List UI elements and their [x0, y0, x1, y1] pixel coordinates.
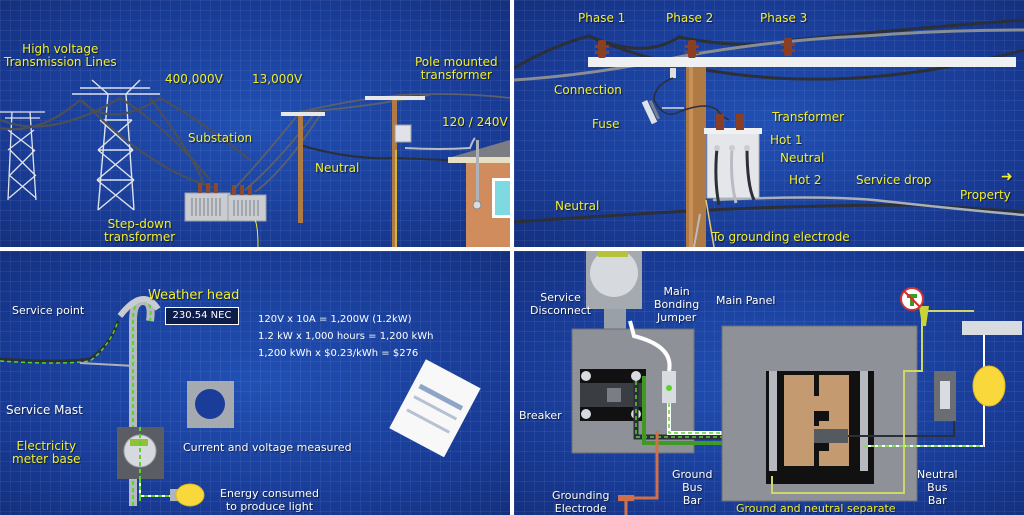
label-mbj-line2: Bonding [654, 298, 700, 311]
nec-reference-badge: 230.54 NEC [165, 307, 239, 325]
label-phase-1: Phase 1 [578, 11, 626, 25]
meter-panel: Service point Weather head 230.54 NEC 12… [0, 251, 510, 515]
pole-illustration [514, 18, 1024, 247]
utility-pole-1 [298, 113, 303, 223]
label-step-down-line1: Step-down [107, 217, 172, 231]
label-neutral: Neutral [315, 161, 360, 175]
label-substation: Substation [188, 131, 253, 145]
light-bulb [170, 483, 205, 507]
label-service-disconnect-line2: Disconnect [530, 304, 592, 317]
label-ground-neutral-separate: Ground and neutral separate [736, 502, 896, 515]
label-main-bonding-jumper: Main Bonding Jumper [654, 285, 699, 324]
label-mbj-line3: Jumper [657, 311, 697, 324]
label-step-down: Step-down transformer [104, 218, 175, 244]
label-neutral-bus-line3: Bar [927, 494, 947, 507]
label-meter-base-line1: Electricity [16, 439, 77, 453]
label-fuse: Fuse [592, 117, 620, 131]
cost-calculation: 120V x 10A = 1,200W (1.2kW) 1.2 kW x 1,0… [258, 311, 434, 362]
label-high-voltage-line2: Transmission Lines [4, 55, 117, 69]
transmission-tower-main [72, 79, 160, 211]
label-connection: Connection [554, 83, 622, 97]
label-service-disconnect-line1: Service [540, 291, 581, 304]
label-energy-line2: to produce light [225, 500, 314, 513]
label-grounding-electrode: Grounding Electrode [552, 489, 609, 515]
ground-bus-bar [769, 371, 777, 471]
crossarm-1 [281, 112, 325, 116]
label-400kv: 400,000V [165, 72, 223, 86]
label-mbj-line1: Main [663, 285, 690, 298]
pole-detail-panel: Phase 1 Phase 2 Phase 3 Connection Fuse … [514, 0, 1024, 247]
electric-bill [389, 359, 481, 458]
substation-transformer [184, 183, 267, 222]
transmission-illustration [0, 79, 510, 247]
label-ground-bus-bar: Ground Bus Bar [672, 468, 712, 507]
utility-pole-2 [392, 97, 397, 247]
label-breaker: Breaker [519, 409, 562, 422]
label-neutral-bus-line1: Neutral [917, 468, 958, 481]
label-high-voltage-line1: High voltage [22, 42, 99, 56]
panel-illustration [571, 251, 1022, 515]
meter-illustration [0, 296, 481, 507]
calc-line-power: 120V x 10A = 1,200W (1.2kW) [258, 314, 412, 325]
label-service-drop: Service drop [856, 173, 932, 187]
label-neutral: Neutral [555, 199, 600, 213]
label-meter-base: Electricity meter base [12, 440, 81, 466]
label-neutral-tx: Neutral [780, 151, 825, 165]
label-main-panel: Main Panel [716, 294, 776, 307]
label-neutral-bus-line2: Bus [927, 481, 948, 494]
label-neutral-bus-bar: Neutral Bus Bar [917, 468, 958, 507]
label-pole-tx-line1: Pole mounted [415, 55, 498, 69]
label-hot-1: Hot 1 [770, 133, 803, 147]
label-ground-bus-line3: Bar [682, 494, 702, 507]
label-high-voltage: High voltage Transmission Lines [4, 43, 117, 69]
label-step-down-line2: transformer [104, 230, 176, 244]
wire-nut [919, 306, 929, 326]
label-service-point: Service point [12, 304, 85, 317]
label-grounding: To grounding electrode [712, 230, 850, 244]
label-current-voltage: Current and voltage measured [183, 441, 352, 454]
crossarm [588, 57, 1016, 67]
label-pole-tx-line2: transformer [420, 68, 492, 82]
label-ground-bus-line1: Ground [672, 468, 713, 481]
weather-head [117, 296, 161, 318]
transmission-panel: High voltage Transmission Lines 400,000V… [0, 0, 510, 247]
light-fixture [962, 321, 1022, 335]
label-transformer: Transformer [772, 110, 845, 124]
label-hot-2: Hot 2 [789, 173, 822, 187]
label-grounding-electrode-line2: Electrode [554, 502, 607, 515]
pole-transformer [704, 114, 762, 206]
insulators [595, 38, 795, 58]
label-energy-line1: Energy consumed [220, 487, 319, 500]
label-grounding-electrode-line1: Grounding [552, 489, 610, 502]
grounding-electrode [618, 495, 634, 501]
label-property: Property [960, 188, 1011, 202]
crossarm-2 [365, 96, 425, 100]
label-13kv: 13,000V [252, 72, 303, 86]
neutral-bus-bar [860, 371, 868, 471]
label-ground-bus-line2: Bus [682, 481, 703, 494]
label-pole-mounted-transformer: Pole mounted transformer [415, 56, 498, 82]
label-energy-consumed: Energy consumed to produce light [220, 487, 319, 513]
label-phase-2: Phase 2 [666, 11, 714, 25]
panel-light-bulb [972, 365, 1006, 407]
grounding-conductor [624, 431, 659, 515]
right-arrow-icon: ➜ [1001, 169, 1013, 185]
label-weather-head: Weather head [148, 288, 240, 303]
label-phase-3: Phase 3 [760, 11, 808, 25]
calc-line-energy: 1.2 kW x 1,000 hours = 1,200 kWh [258, 331, 434, 342]
pole-transformer [394, 124, 412, 143]
electrical-panel-diagram: Service Disconnect Main Bonding Jumper M… [514, 251, 1024, 515]
label-120-240v: 120 / 240V [442, 115, 508, 129]
label-meter-base-line2: meter base [12, 452, 81, 466]
calc-line-cost: 1,200 kWh x $0.23/kWh = $276 [258, 348, 419, 359]
house [448, 140, 510, 247]
label-service-disconnect: Service Disconnect [530, 291, 591, 317]
transmission-tower-far [0, 111, 45, 201]
fuse-cutout [641, 99, 661, 125]
label-service-mast: Service Mast [6, 403, 83, 417]
no-screw-icon [900, 287, 924, 311]
branch-breaker [814, 429, 848, 443]
